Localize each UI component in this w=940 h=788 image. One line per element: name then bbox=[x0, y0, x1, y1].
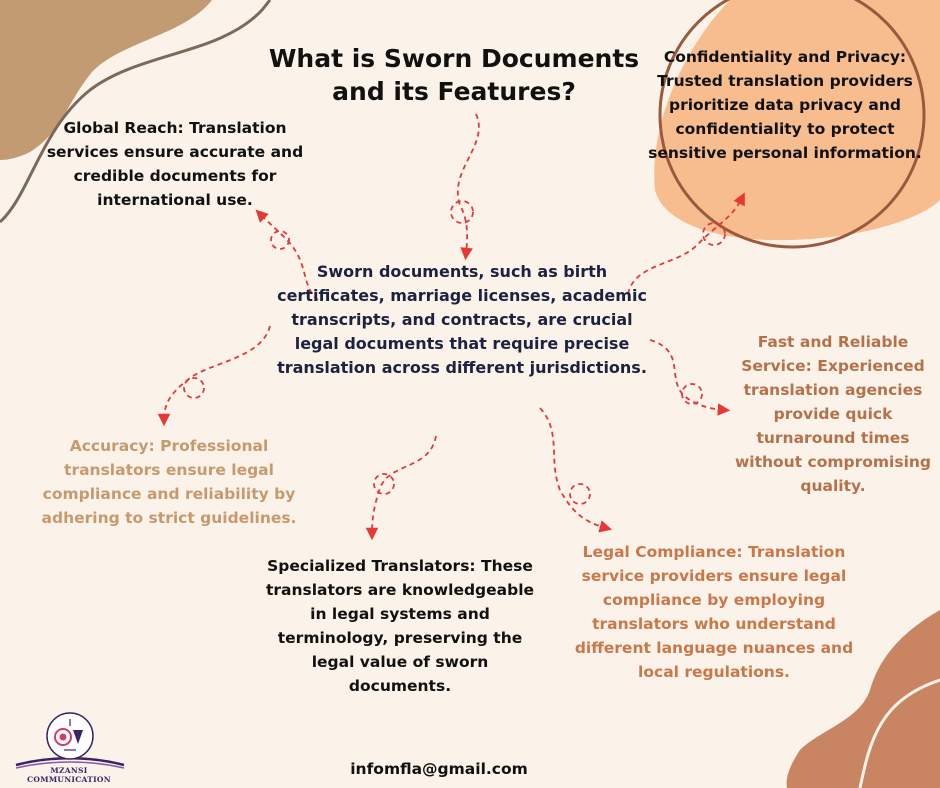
feature-fast-service: Fast and Reliable Service: Experienced t… bbox=[734, 333, 932, 495]
arrow-center-fast bbox=[649, 339, 731, 416]
ring-top-right bbox=[658, 0, 926, 249]
arrow-center-legal bbox=[539, 407, 613, 533]
feature-accuracy: Accuracy: Professional translators ensur… bbox=[41, 437, 297, 527]
feature-global-reach: Global Reach: Translation services ensur… bbox=[46, 119, 304, 209]
blob-top-left bbox=[0, 0, 212, 160]
brand-name: MZANSI COMMUNICATION bbox=[27, 766, 111, 784]
arrow-center-confidentiality bbox=[627, 192, 745, 295]
curve-top-left bbox=[0, 0, 272, 224]
feature-confidentiality: Confidentiality and Privacy: Trusted tra… bbox=[648, 48, 922, 162]
arrow-title-center bbox=[457, 113, 480, 261]
arrow-center-specialized bbox=[365, 435, 437, 541]
contact-email[interactable]: infomfla@gmail.com bbox=[350, 760, 528, 778]
curve-bottom-right bbox=[858, 678, 940, 788]
center-description: Sworn documents, such as birth certifica… bbox=[277, 262, 647, 377]
page-title: What is Sworn Documents and its Features… bbox=[268, 44, 640, 106]
brand-logo-icon bbox=[46, 712, 94, 760]
arrow-center-accuracy bbox=[157, 325, 271, 427]
feature-legal-compliance: Legal Compliance: Translation service pr… bbox=[574, 543, 854, 681]
blob-bottom-right bbox=[786, 610, 940, 788]
feature-specialized-translators: Specialized Translators: These translato… bbox=[265, 557, 535, 695]
blob-top-right bbox=[654, 0, 940, 241]
